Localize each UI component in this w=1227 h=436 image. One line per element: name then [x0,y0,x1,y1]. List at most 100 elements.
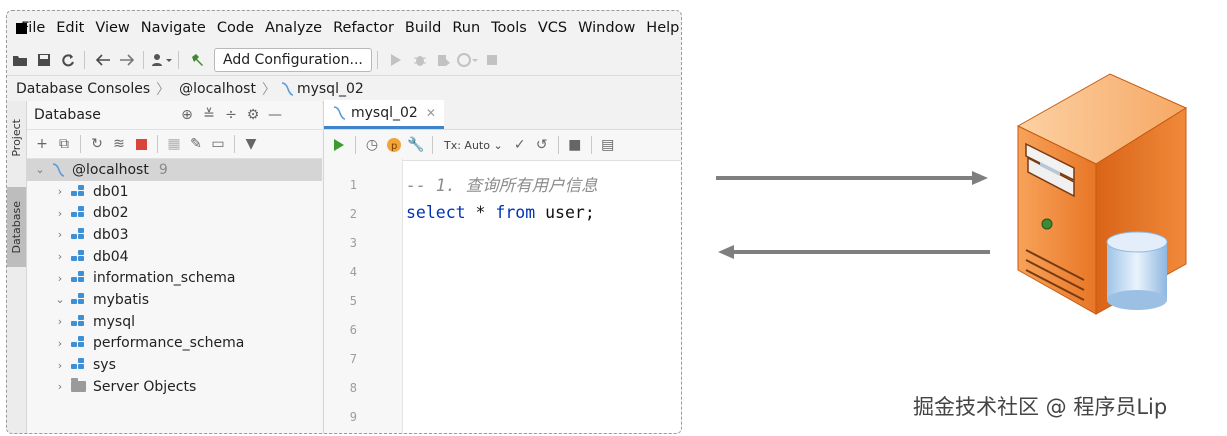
menu-vcs[interactable]: VCS [537,20,568,36]
chevron-right-icon[interactable]: › [57,185,63,199]
chevron-right-icon[interactable]: › [57,380,63,394]
coverage-icon[interactable] [433,49,455,71]
chevron-right-icon[interactable]: › [57,206,63,220]
project-tool-tab[interactable]: Project [7,105,26,171]
chevron-right-icon[interactable]: › [57,228,63,242]
tree-item-db03[interactable]: › db03 [27,224,322,246]
expand-icon[interactable]: ÷ [225,107,237,123]
user-icon[interactable] [151,49,173,71]
add-configuration-button[interactable]: Add Configuration... [214,48,372,72]
tree-item-information-schema[interactable]: › information_schema [27,267,322,289]
output-table-icon[interactable]: ▤ [601,137,615,153]
breadcrumb-mysql-02[interactable]: mysql_02 [296,81,364,97]
menu-code[interactable]: Code [216,20,254,36]
database-panel: Database ⊕ ≚ ÷ ⚙ — + ⧉ ↻ ≋ ▦ ✎ ▭ ▼ ⌄ @lo… [27,101,322,433]
chevron-down-icon[interactable]: ⌄ [35,163,45,177]
menu-run[interactable]: Run [452,20,481,36]
chevron-right-icon[interactable]: › [57,271,63,285]
breadcrumb-database-consoles[interactable]: Database Consoles [16,81,151,97]
build-hammer-icon[interactable] [186,49,208,71]
breadcrumb-localhost[interactable]: @localhost [179,81,256,97]
menu-build[interactable]: Build [404,20,442,36]
line-number: 8 [349,381,357,395]
menu-refactor[interactable]: Refactor [333,20,394,36]
execute-icon[interactable] [328,139,350,151]
tree-item-db01[interactable]: › db01 [27,181,322,203]
menu-help[interactable]: Help [646,20,680,36]
code-query-line: select * from user; [406,203,595,222]
code-star: * [465,203,496,222]
tree-item-server-objects[interactable]: › Server Objects [27,376,322,398]
tree-item-mysql[interactable]: › mysql [27,311,322,333]
tree-item-label: information_schema [93,270,236,287]
rollback-icon[interactable]: ↺ [535,137,548,153]
chevron-right-icon[interactable]: › [57,250,63,264]
history-icon[interactable]: ◷ [365,137,379,153]
debug-icon[interactable] [409,49,431,71]
edit-icon[interactable]: ✎ [190,136,202,152]
copy-icon[interactable]: ⧉ [59,136,69,152]
filter-icon[interactable]: ▼ [245,136,257,152]
schema-icon [71,314,88,329]
profile-icon[interactable] [456,49,479,71]
project-tab-label: Project [10,119,23,157]
tx-mode-select[interactable]: Tx: Auto ⌄ [444,138,503,152]
toolbar-divider [84,51,85,69]
forward-arrow-icon[interactable] [116,49,138,71]
refresh-icon[interactable]: ↻ [91,136,103,152]
menu-navigate[interactable]: Navigate [140,20,206,36]
console-file-icon [281,82,294,96]
close-icon[interactable]: ✕ [425,106,436,120]
stop-icon[interactable] [481,49,503,71]
toolbar-divider [157,135,158,153]
settings-wrench-icon[interactable]: 🔧 [407,137,425,153]
server-icon [1016,73,1188,315]
tree-item-db02[interactable]: › db02 [27,202,322,224]
table-icon[interactable]: ▦ [167,136,181,152]
code-table-name: user; [535,203,595,222]
run-icon[interactable] [385,49,407,71]
menu-tools[interactable]: Tools [491,20,527,36]
chevron-right-icon[interactable]: › [57,358,63,372]
tree-item-label: db03 [93,226,129,243]
tree-item-label: db01 [93,183,129,200]
menu-file[interactable]: File [21,20,46,36]
add-icon[interactable]: + [36,136,48,152]
collapse-icon[interactable]: ≚ [203,107,215,123]
menu-analyze[interactable]: Analyze [264,20,323,36]
chevron-right-icon[interactable]: › [57,315,63,329]
stop-icon[interactable] [130,138,152,150]
stop-icon[interactable]: ■ [568,137,582,153]
menu-window[interactable]: Window [578,20,636,36]
save-icon[interactable] [33,49,55,71]
schema-icon[interactable]: ≋ [113,136,125,152]
back-arrow-icon[interactable] [92,49,114,71]
console-icon[interactable]: ▭ [211,136,225,152]
target-icon[interactable]: ⊕ [181,107,193,123]
tree-root-localhost[interactable]: ⌄ @localhost 9 [27,159,322,181]
tree-root-label: @localhost [72,161,149,178]
commit-icon[interactable]: ✓ [513,137,526,153]
tab-label: mysql_02 [351,105,418,121]
database-panel-title: Database [34,107,101,123]
tree-item-db04[interactable]: › db04 [27,246,322,268]
schema-icon [71,292,88,307]
chevron-down-icon[interactable]: ⌄ [55,293,65,307]
tab-mysql-02[interactable]: mysql_02 ✕ [324,100,444,129]
tree-item-mybatis[interactable]: ⌄ mybatis [27,289,322,311]
menu-edit[interactable]: Edit [56,20,85,36]
sync-icon[interactable] [57,49,79,71]
menu-view[interactable]: View [95,20,130,36]
explain-plan-icon[interactable]: p [383,137,405,153]
code-comment-line: -- 1. 查询所有用户信息 [406,176,598,195]
open-folder-icon[interactable] [9,49,31,71]
schema-icon [71,336,88,350]
minimize-icon[interactable]: — [268,107,282,123]
database-tool-tab[interactable]: Database [7,187,26,267]
gear-icon[interactable]: ⚙ [246,107,260,123]
tree-item-sys[interactable]: › sys [27,354,322,376]
toolbar-divider [376,51,378,69]
chevron-right-icon[interactable]: › [57,336,63,350]
tree-item-performance-schema[interactable]: › performance_schema [27,333,322,355]
code-area[interactable]: 1 2 3 4 5 6 7 8 9 -- 1. 查询所有用户信息 select … [324,159,681,433]
